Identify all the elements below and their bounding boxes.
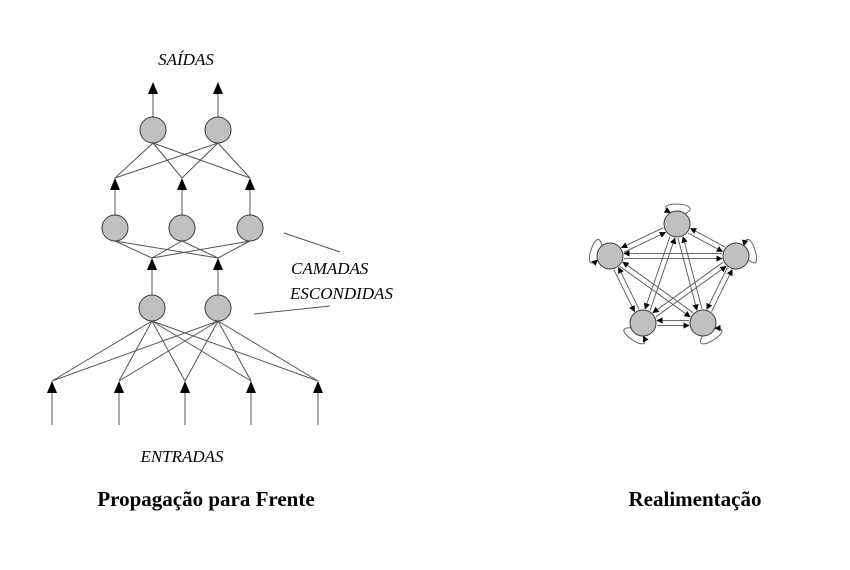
input-to-hidden1-line [217,320,319,382]
inputs-label: ENTRADAS [139,447,224,466]
hidden-layers-pointer-upper [283,232,341,253]
recurrent-connection [623,231,667,253]
neuron-node [139,116,167,144]
neuron-node [101,214,129,242]
recurrent-connection [655,265,727,318]
self-loop [589,239,603,266]
neuron-node [236,214,264,242]
input-to-hidden1-line [151,320,186,382]
feedforward-network: SAÍDAS CAMADAS ESCONDIDAS ENTRADAS Propa… [47,50,393,511]
outputs-label: SAÍDAS [158,50,214,69]
hidden2-to-output-line [114,142,219,179]
hidden2-to-output-line [152,142,183,179]
input-to-hidden1-line [151,320,319,382]
recurrent-connection [643,236,671,310]
self-loop [623,327,649,345]
recurrent-caption: Realimentação [629,487,762,511]
self-loop [700,324,723,345]
hidden-layers-label-line2: ESCONDIDAS [289,284,393,303]
recurrent-node [663,210,691,238]
recurrent-connection [619,265,691,318]
recurrent-connections [613,227,733,329]
hidden-layers-pointer-lower [253,305,331,315]
input-to-hidden1-line [51,320,153,382]
hidden2-to-output-line [114,142,154,179]
recurrent-connection [677,238,699,311]
self-loop [663,203,691,215]
recurrent-connection [689,227,726,248]
hidden-layers-label-line1: CAMADAS [291,259,369,278]
hidden2-arrowhead [110,178,120,190]
hidden1-arrowhead [213,258,223,270]
hidden1-to-hidden2-line [114,240,153,259]
neuron-node [138,294,166,322]
recurrent-node [689,309,717,337]
input-arrowhead [246,381,256,393]
input-to-hidden1-line [118,320,153,382]
hidden2-to-output-line [181,142,219,179]
recurrent-connection [711,269,733,312]
output-arrowhead [213,82,223,94]
hidden1-to-hidden2-line [181,240,219,259]
neuron-node [204,116,232,144]
feedforward-caption: Propagação para Frente [97,487,314,511]
hidden2-arrowhead [177,178,187,190]
self-loop [742,238,757,264]
recurrent-self-loops [589,203,757,345]
recurrent-connection [652,261,724,314]
output-arrowhead [148,82,158,94]
recurrent-node [629,309,657,337]
recurrent-connection [649,237,677,311]
neuron-node [168,214,196,242]
hidden2-to-output-line [217,142,251,179]
input-arrowhead [114,381,124,393]
feedforward-arrowheads [47,82,323,393]
input-to-hidden1-line [151,320,252,382]
recurrent-connection [613,269,635,313]
hidden2-arrowhead [245,178,255,190]
hidden1-arrowhead [147,258,157,270]
recurrent-network: Realimentação [589,203,762,511]
feedforward-nodes [101,116,264,322]
recurrent-connection [681,236,703,309]
recurrent-connection [620,227,664,249]
recurrent-connection [687,232,724,253]
recurrent-connection [618,266,640,310]
recurrent-connection [706,267,728,310]
hidden2-to-output-line [152,142,251,179]
recurrent-node [596,242,624,270]
input-arrowhead [313,381,323,393]
input-arrowhead [47,381,57,393]
recurrent-node [722,242,750,270]
recurrent-connection [622,261,694,314]
hidden1-to-hidden2-line [114,240,219,259]
input-arrowhead [180,381,190,393]
recurrent-nodes [596,210,750,337]
hidden1-to-hidden2-line [217,240,251,259]
feedforward-connections [51,94,319,425]
neuron-node [204,294,232,322]
